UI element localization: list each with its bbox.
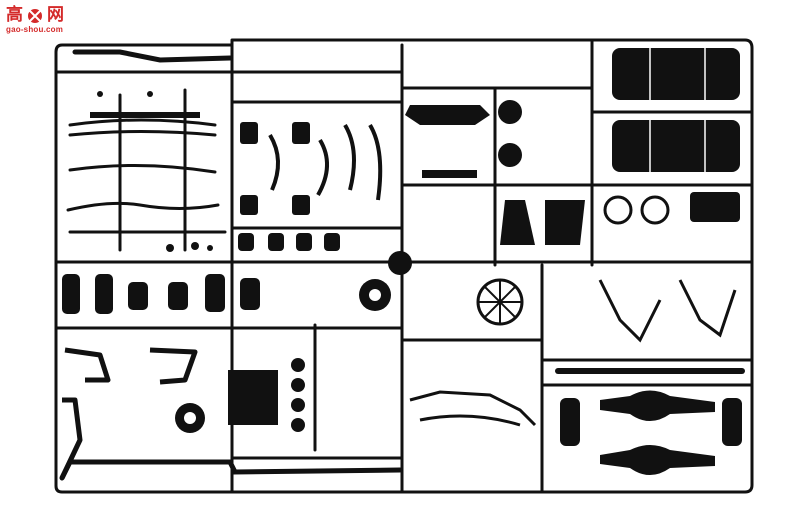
- axle-housing-2: [600, 445, 715, 475]
- leaf-spring-1: [68, 118, 217, 127]
- frame-link: [419, 414, 521, 427]
- steering-link: [343, 123, 383, 201]
- cylinder-5: [205, 274, 225, 312]
- control-arm-2: [316, 138, 329, 196]
- cylinder-3: [128, 282, 148, 310]
- ring-part-2: [291, 378, 305, 392]
- air-bag-1: [238, 233, 254, 251]
- wheel-nut-ring-1: [603, 195, 633, 225]
- small-part-2: [191, 242, 199, 250]
- axle-support-2: [678, 279, 737, 338]
- watermark-char-right: 网: [47, 5, 64, 25]
- battery-box: [690, 192, 740, 222]
- cylinder-6: [240, 278, 260, 310]
- ring-part-3: [291, 398, 305, 412]
- shock-absorber-2: [722, 398, 742, 446]
- control-arm-1: [268, 133, 280, 191]
- chassis-rail-top: [72, 49, 233, 63]
- cylinder-4: [168, 282, 188, 310]
- toolbox-part: [228, 370, 278, 425]
- damper-2: [292, 122, 310, 144]
- shock-absorber-1: [560, 398, 580, 446]
- axle-housing-1: [600, 390, 715, 421]
- disc-part-1: [498, 100, 522, 124]
- air-bag-2: [268, 233, 284, 251]
- damper-1: [240, 122, 258, 144]
- small-part-4: [97, 91, 103, 97]
- cylinder-2: [95, 274, 113, 314]
- watermark-char-left: 高: [6, 5, 23, 25]
- damper-3: [240, 195, 258, 215]
- ring-part-4: [291, 418, 305, 432]
- rear-link: [409, 390, 537, 427]
- bracket-part-1: [405, 105, 490, 125]
- watermark-logo-icon: [28, 9, 42, 23]
- disc-part-2: [498, 143, 522, 167]
- air-bag-4: [324, 233, 340, 251]
- axle-support-1: [598, 279, 662, 343]
- fuel-tank-2: [612, 120, 740, 172]
- frame-bracket-1: [64, 347, 111, 383]
- small-part-5: [147, 91, 153, 97]
- cross-member: [90, 112, 200, 118]
- frame-bracket-2: [149, 347, 198, 385]
- bracket-part-2: [422, 170, 477, 178]
- sprue-outer-frame: [54, 38, 754, 494]
- fuel-tank-1: [612, 48, 740, 100]
- leaf-spring-3: [68, 163, 217, 174]
- leaf-spring-2: [68, 130, 217, 137]
- small-part-1: [166, 244, 174, 252]
- hub-part: [388, 251, 412, 275]
- cylinder-1: [62, 274, 80, 314]
- air-bag-3: [296, 233, 312, 251]
- site-watermark: 高 网 gao-shou.com: [6, 6, 64, 34]
- frame-side: [59, 397, 83, 480]
- mudguard-1: [500, 200, 535, 245]
- drive-shaft: [555, 368, 745, 374]
- front-axle-beam: [66, 201, 220, 212]
- wheel-nut-ring-2: [640, 195, 670, 225]
- small-part-3: [207, 245, 213, 251]
- watermark-url: gao-shou.com: [6, 25, 64, 34]
- mudguard-2: [545, 200, 585, 245]
- ring-part-1: [291, 358, 305, 372]
- damper-4: [292, 195, 310, 215]
